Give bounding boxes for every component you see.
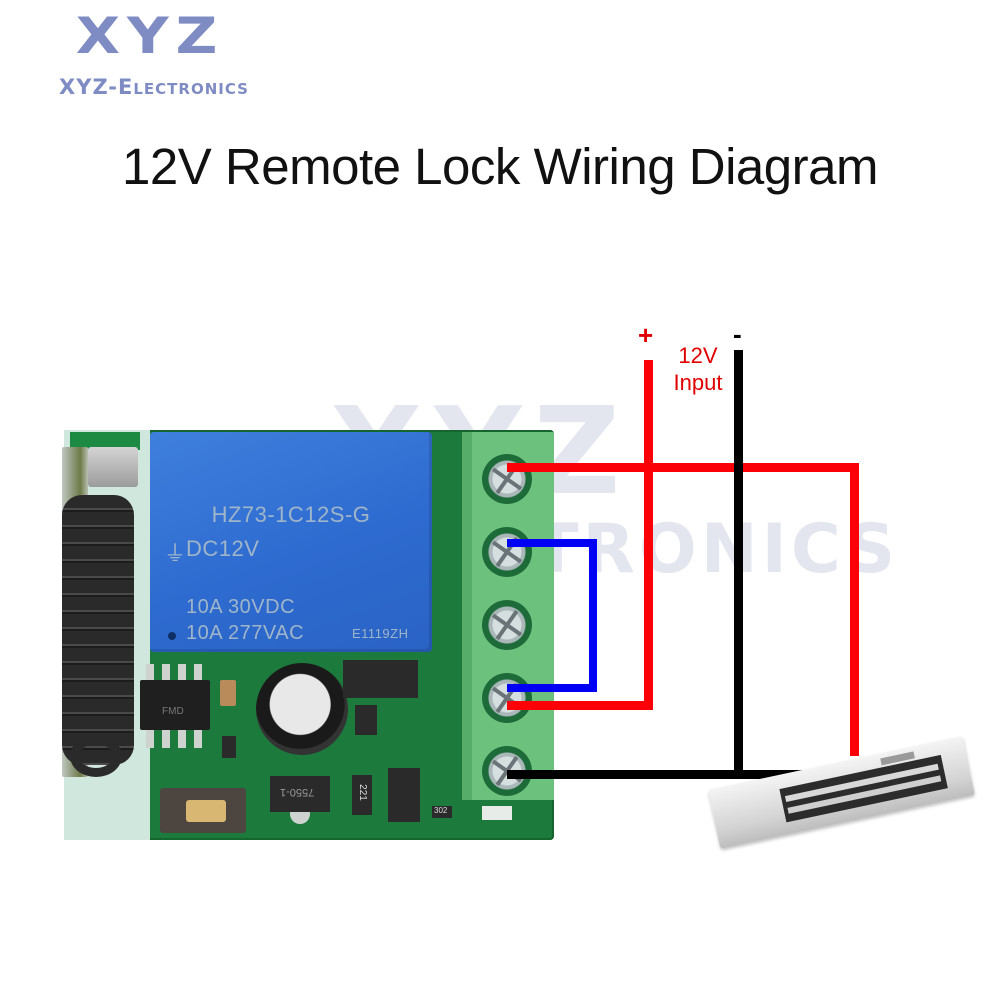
- antenna-loop: [70, 735, 122, 777]
- ic-pin: [146, 730, 154, 748]
- ic-chip: FMD: [140, 680, 210, 730]
- relay-code: E1119ZH: [352, 626, 409, 641]
- relay-coil-icon: ⏚: [164, 541, 187, 566]
- maglock-core: [779, 754, 948, 823]
- smd-inductor: 221: [352, 775, 372, 815]
- ic-pin: [162, 730, 170, 748]
- relay-rating-ac: 10A 277VAC: [186, 622, 305, 644]
- wire-jumper-top: [507, 539, 597, 547]
- smd-resistor: [222, 736, 236, 758]
- smd-resistor-302: 302: [432, 806, 452, 818]
- positive-symbol: +: [638, 320, 654, 350]
- ic-pin: [146, 664, 154, 680]
- input-label: Input: [673, 370, 723, 395]
- wire-terminal4-positive: [507, 701, 653, 710]
- relay-rating-dc: 10A 30VDC: [186, 596, 296, 618]
- relay-coil-voltage: DC12V: [186, 536, 260, 561]
- wire-terminal1-lock: [507, 463, 859, 472]
- brand-name: XYZ-Electronics: [59, 75, 249, 99]
- diagram-title: 12V Remote Lock Wiring Diagram: [122, 138, 878, 195]
- resistor-label: 302: [434, 806, 448, 815]
- electrolytic-capacitor: [256, 663, 348, 755]
- wire-positive-input: [644, 360, 653, 710]
- smd-transistor: [355, 705, 377, 735]
- terminal-screw-1[interactable]: [482, 454, 532, 504]
- smd-capacitor: [220, 680, 236, 706]
- ic-pin: [178, 730, 186, 748]
- learn-button-cap[interactable]: [186, 800, 226, 822]
- power-input-label: 12V Input: [658, 342, 738, 396]
- brand-logo: XYZ: [75, 7, 225, 65]
- smd-diode-2: [388, 768, 420, 822]
- wire-negative-input: [734, 350, 743, 778]
- receiver-shield: [88, 447, 138, 487]
- wire-lock-positive: [850, 463, 859, 756]
- ic-label: FMD: [162, 706, 184, 717]
- terminal-screw-3[interactable]: [482, 600, 532, 650]
- regulator-tab: [290, 812, 310, 824]
- voltage-label: 12V: [678, 343, 718, 368]
- relay-model: HZ73-1C12S-G: [211, 502, 371, 527]
- wire-jumper-vertical: [589, 539, 597, 692]
- ic-pin: [194, 664, 202, 680]
- terminal-block: [462, 432, 554, 800]
- relay: HZ73-1C12S-G DC12V ⏚ 10A 30VDC 10A 277VA…: [150, 432, 432, 652]
- smd-diode: [343, 660, 418, 698]
- magnetic-lock-icon: [708, 735, 975, 849]
- terminal-screw-4[interactable]: [482, 673, 532, 723]
- negative-symbol: -: [733, 319, 742, 349]
- wire-terminal5-negative: [507, 770, 809, 779]
- led-indicator: [482, 806, 512, 820]
- ic-pin: [194, 730, 202, 748]
- ic-pin: [178, 664, 186, 680]
- pcb-trace: [70, 432, 140, 450]
- terminal-screw-2[interactable]: [482, 527, 532, 577]
- relay-mark: [168, 632, 176, 640]
- ic-pin: [162, 664, 170, 680]
- inductor-label: 221: [356, 784, 368, 801]
- regulator-label: 7550-1: [280, 786, 315, 798]
- coil-antenna-icon: [62, 495, 134, 765]
- voltage-regulator: 7550-1: [270, 776, 330, 812]
- wire-jumper-bottom: [507, 684, 597, 692]
